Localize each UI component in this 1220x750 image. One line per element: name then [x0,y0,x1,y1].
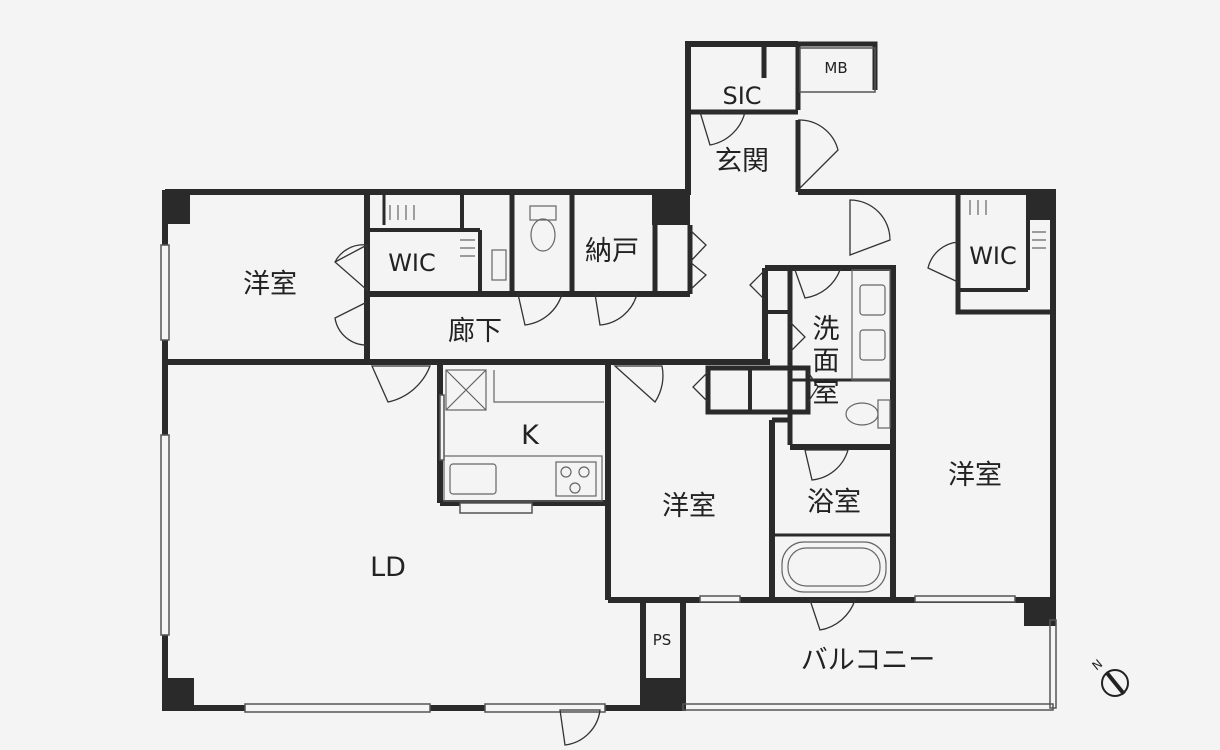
label-balcony: バルコニー [801,645,935,676]
fixtures [389,200,1046,593]
walls [162,41,1056,711]
label-hallway: 廊下 [448,316,502,347]
label-bathroom: 浴室 [807,487,861,518]
label-kitchen: K [521,420,540,451]
compass-north-label: N [1089,657,1105,673]
label-wic-left: WIC [388,249,436,277]
label-washroom-3: 室 [813,378,840,409]
label-wic-right: WIC [969,242,1017,270]
compass-ring [1101,669,1129,697]
room-labels: 洋室 WIC 納戸 廊下 SIC MB 玄関 洗 面 室 WIC 洋室 K 洋室… [243,59,1017,676]
label-sic: SIC [722,82,761,110]
label-western-room-center: 洋室 [662,491,716,522]
label-washroom-1: 洗 [813,314,840,345]
label-western-room-left: 洋室 [243,269,297,300]
compass-needle [1105,671,1126,696]
windows [160,47,1057,713]
label-living-dining: LD [370,552,406,583]
label-washroom-2: 面 [813,346,840,377]
label-mb: MB [824,59,847,77]
doors [334,111,959,746]
label-storage: 納戸 [585,236,639,267]
label-pipe-space: PS [653,631,672,649]
label-entrance: 玄関 [715,146,769,177]
compass: N [1089,657,1129,697]
label-western-room-right: 洋室 [948,460,1002,491]
